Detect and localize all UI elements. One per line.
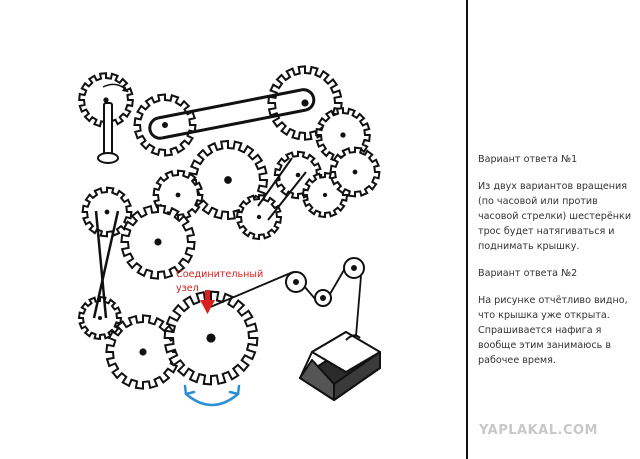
crossed-belt xyxy=(92,210,120,319)
gear-hub xyxy=(256,214,262,220)
gear-hub xyxy=(162,122,168,128)
middle-belt xyxy=(257,157,307,221)
answer-1-title: Вариант ответа №1 xyxy=(478,154,578,165)
gears-group xyxy=(77,65,381,390)
connecting-node-label: Соединительный узел xyxy=(176,268,286,296)
gear-hub xyxy=(103,97,109,103)
vertical-divider xyxy=(466,0,468,459)
box-icon xyxy=(299,331,381,401)
answers-panel: Вариант ответа №1 Из двух вариантов вращ… xyxy=(478,152,634,380)
callout-line-2: узел xyxy=(176,283,199,294)
rotation-arrow-icon xyxy=(183,384,241,407)
gear-hub xyxy=(224,176,232,184)
gear-hub xyxy=(97,315,103,321)
gear-hub xyxy=(206,333,216,343)
gear-hub xyxy=(175,192,181,198)
callout-line-1: Соединительный xyxy=(176,269,264,280)
arrowhead xyxy=(122,86,128,92)
gear-hub xyxy=(139,348,147,356)
gear-hub xyxy=(340,132,346,138)
answer-2-body: На рисунке отчётливо видно, что крышка у… xyxy=(478,295,628,366)
pulleys xyxy=(285,257,365,307)
gear-puzzle-drawing xyxy=(77,65,381,407)
gear-hub xyxy=(322,192,328,198)
gear-hub xyxy=(352,169,358,175)
gear-hub xyxy=(301,99,309,107)
gear-hub xyxy=(104,209,110,215)
gear-hub xyxy=(154,238,162,246)
answer-1-body: Из двух вариантов вращения (по часовой и… xyxy=(478,181,632,252)
watermark: YAPLAKAL.COM xyxy=(479,423,598,438)
crank-handle-icon xyxy=(97,102,119,164)
top-belt xyxy=(148,88,316,140)
gear-hub xyxy=(295,172,301,178)
answer-2-title: Вариант ответа №2 xyxy=(478,268,578,279)
down-arrow-icon xyxy=(200,290,215,314)
